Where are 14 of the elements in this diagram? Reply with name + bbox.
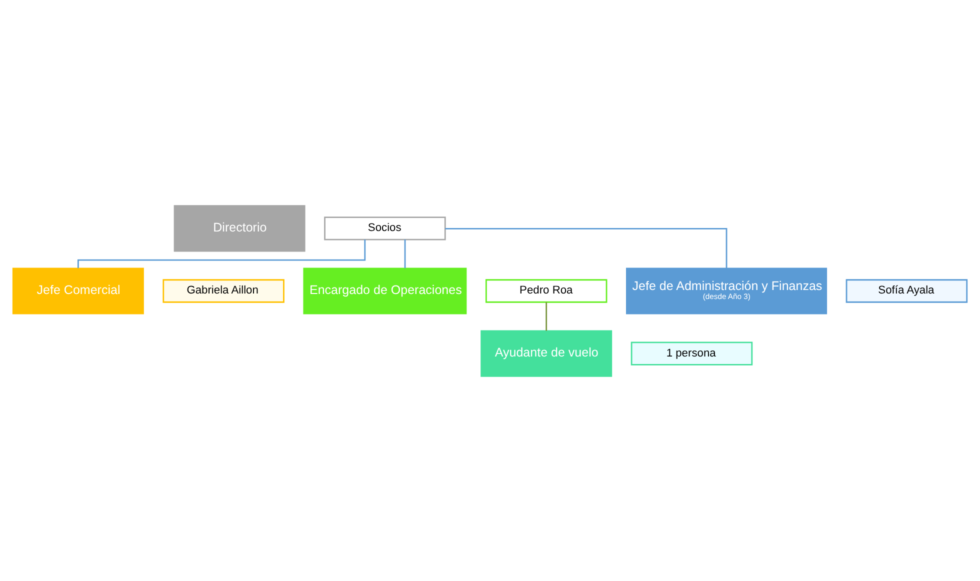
connector (77, 239, 366, 268)
connector (404, 239, 406, 268)
node-box: Jefe de Administración y Finanzas (desde Año 3) (626, 267, 828, 314)
node-box: Gabriela Aillon (162, 278, 284, 302)
node-box: Jefe Comercial (12, 267, 144, 314)
node-box: Directorio (174, 204, 306, 252)
node-box: Encargado de Operaciones (303, 267, 467, 314)
node-box: Socios (324, 216, 446, 240)
node-box: Pedro Roa (485, 278, 608, 302)
node-box: 1 persona (630, 341, 753, 365)
connector (445, 228, 728, 268)
connector (546, 302, 548, 330)
node-box: Ayudante de vuelo (480, 330, 612, 376)
node-box: Sofía Ayala (846, 278, 968, 302)
